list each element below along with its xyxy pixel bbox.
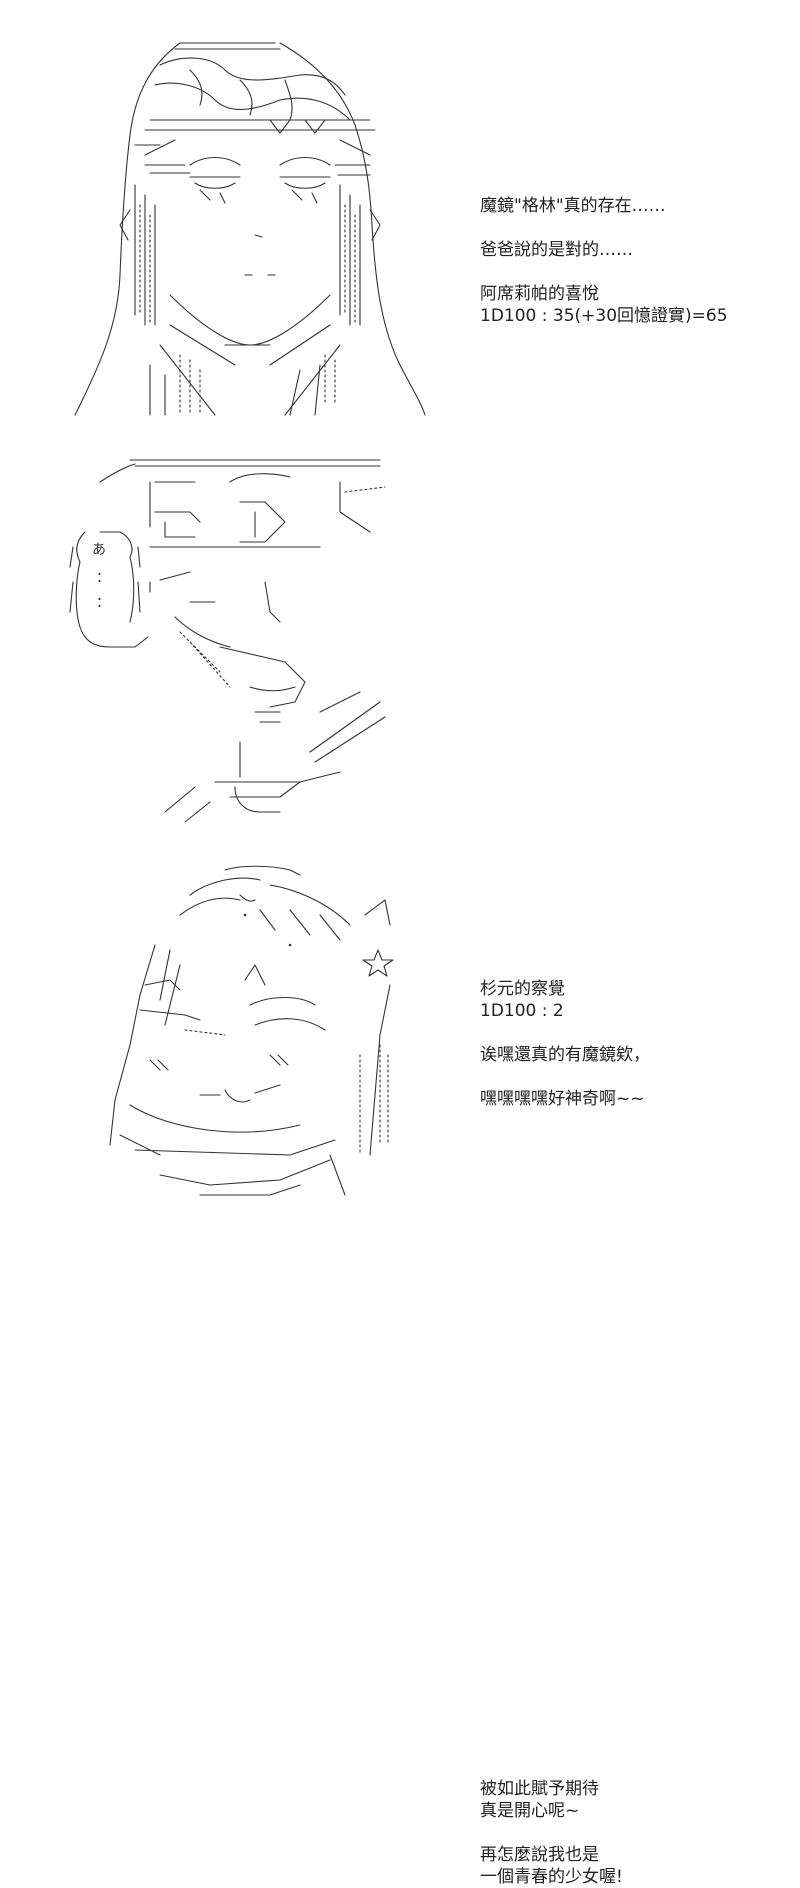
sugimoto-illustration: あ ： ： bbox=[69, 459, 386, 823]
caption-line: 被如此賦予期待 bbox=[480, 1779, 599, 1799]
caption-panel-3: 被如此賦予期待 真是開心呢~ 再怎麼說我也是 一個青春的少女喔! bbox=[480, 1778, 790, 1888]
caption-line: 再怎麼說我也是 bbox=[480, 1845, 599, 1865]
asirpa-illustration bbox=[74, 42, 426, 416]
bubble-char: ： bbox=[96, 595, 110, 611]
caption-line: 1D100 : 2 bbox=[480, 1001, 564, 1021]
ascii-art-girl bbox=[40, 855, 440, 1200]
caption-line: 1D100 : 35(+30回憶證實)=65 bbox=[480, 306, 728, 326]
panel-girl-happy: 被如此賦予期待 真是開心呢~ 再怎麼說我也是 一個青春的少女喔! bbox=[0, 840, 800, 1887]
caption-line: 真是開心呢~ bbox=[480, 1801, 580, 1821]
ascii-art-asirpa bbox=[40, 25, 440, 425]
caption-line: 魔鏡"格林"真的存在…… bbox=[480, 196, 666, 216]
caption-line: 一個青春的少女喔! bbox=[480, 1867, 623, 1887]
bubble-char: ： bbox=[96, 570, 110, 586]
caption-line: 诶嘿還真的有魔鏡欸， bbox=[480, 1045, 650, 1065]
girl-illustration bbox=[109, 865, 394, 1196]
caption-line: 爸爸說的是對的…… bbox=[480, 240, 633, 260]
caption-line: 阿席莉帕的喜悅 bbox=[480, 284, 599, 304]
panel-sugimoto-notice: あ ： ： 杉元的察覺 1D100 : 2 诶嘿還真的有魔鏡欸， 嘿嘿嘿嘿好神奇… bbox=[0, 430, 800, 1109]
bubble-char: あ bbox=[92, 542, 106, 558]
caption-line: 杉元的察覺 bbox=[480, 979, 565, 999]
caption-line: 嘿嘿嘿嘿好神奇啊~~ bbox=[480, 1089, 645, 1109]
caption-panel-2: 杉元的察覺 1D100 : 2 诶嘿還真的有魔鏡欸， 嘿嘿嘿嘿好神奇啊~~ bbox=[480, 978, 790, 1110]
ascii-art-sugimoto: あ ： ： bbox=[40, 442, 440, 832]
caption-panel-1: 魔鏡"格林"真的存在…… 爸爸說的是對的…… 阿席莉帕的喜悅 1D100 : 3… bbox=[480, 195, 790, 327]
panel-asirpa-joy: 魔鏡"格林"真的存在…… 爸爸說的是對的…… 阿席莉帕的喜悅 1D100 : 3… bbox=[0, 0, 800, 430]
